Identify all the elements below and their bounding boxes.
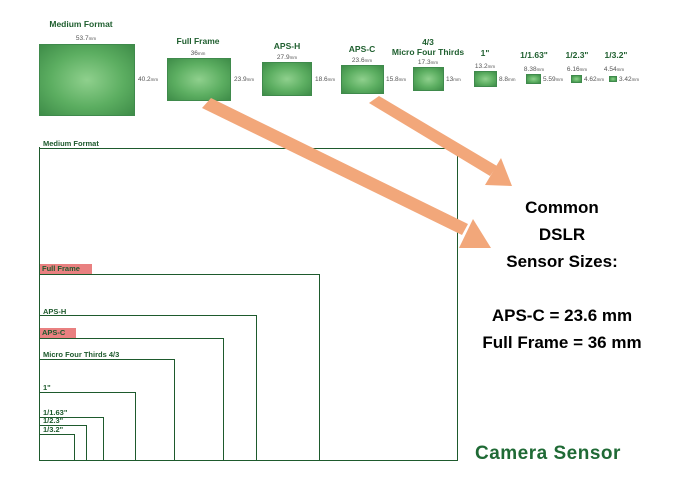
sensor-1-2-3-width: 6.16mm [566, 66, 588, 73]
bottom-axis-line [39, 460, 458, 462]
frame-full-frame [39, 274, 320, 461]
label-full-frame: Full Frame [40, 264, 92, 274]
frame-one-inch [39, 392, 136, 461]
one-inch-width: 13.2mm [474, 63, 496, 70]
label-medium-format: Medium Format [43, 139, 99, 148]
arrow-aps-c-to-text [369, 96, 512, 186]
sensor-1-1-63-title: 1/1.63" [520, 50, 548, 60]
medium-format-title: Medium Format [49, 19, 113, 29]
left-axis-line [39, 147, 41, 461]
aps-h-title: APS-H [273, 41, 301, 51]
medium-format-width: 53.7mm [75, 35, 97, 42]
sensor-1-1-63-sensor [526, 74, 541, 84]
label-1-2-3: 1/2.3" [43, 416, 64, 425]
micro-four-thirds-height: 13mm [446, 76, 461, 83]
full-frame-title: Full Frame [176, 36, 220, 46]
micro-four-thirds-title: 4/3 Micro Four Thirds [391, 37, 465, 57]
sensor-1-2-3-title: 1/2.3" [565, 50, 589, 60]
frame-medium-format [39, 148, 458, 461]
aps-c-height: 15.8mm [386, 76, 407, 83]
medium-format-height: 40.2mm [138, 76, 159, 83]
full-frame-sensor [167, 58, 231, 101]
aps-c-title: APS-C [348, 44, 376, 54]
arrow-full-frame-to-text [202, 98, 491, 248]
info-full-frame-size: Full Frame = 36 mm [482, 333, 642, 352]
frame-1-3-2 [39, 434, 75, 461]
label-one-inch: 1" [43, 383, 51, 392]
sensor-1-3-2-height: 3.42mm [619, 76, 640, 83]
sensor-1-1-63-height: 5.59mm [543, 76, 564, 83]
sensor-1-2-3-sensor [571, 75, 582, 83]
sensor-1-1-63-width: 8.38mm [523, 66, 545, 73]
label-aps-c: APS-C [40, 328, 76, 338]
sensor-1-2-3-height: 4.62mm [584, 76, 605, 83]
label-1-3-2: 1/3.2" [43, 425, 64, 434]
full-frame-width: 36mm [190, 50, 206, 57]
aps-c-width: 23.6mm [351, 57, 373, 64]
frame-micro-four-thirds [39, 359, 175, 461]
one-inch-title: 1" [480, 48, 490, 58]
medium-format-sensor [39, 44, 135, 116]
one-inch-height: 8.8mm [499, 76, 516, 83]
frame-aps-c [39, 338, 224, 461]
label-1-1-63: 1/1.63" [43, 408, 68, 417]
aps-h-height: 18.6mm [315, 76, 336, 83]
sensor-1-3-2-title: 1/3.2" [604, 50, 628, 60]
frame-aps-h [39, 315, 257, 461]
info-aps-c-size: APS-C = 23.6 mm [491, 306, 633, 325]
aps-h-sensor [262, 62, 312, 96]
info-line-dslr: DSLR [538, 225, 586, 244]
one-inch-sensor [474, 71, 497, 87]
frame-1-1-63 [39, 417, 104, 461]
info-line-common: Common [525, 198, 599, 217]
micro-four-thirds-width: 17.3mm [417, 59, 439, 66]
aps-c-sensor [341, 65, 384, 94]
frame-1-2-3 [39, 425, 87, 461]
label-micro-four-thirds: Micro Four Thirds 4/3 [43, 350, 120, 359]
micro-four-thirds-sensor [413, 67, 444, 91]
label-aps-h: APS-H [43, 307, 67, 316]
sensor-1-3-2-width: 4.54mm [603, 66, 625, 73]
sensor-1-3-2-sensor [609, 76, 617, 82]
full-frame-height: 23.9mm [234, 76, 255, 83]
brand-title: Camera Sensor [475, 443, 621, 464]
aps-h-width: 27.9mm [276, 54, 298, 61]
info-line-sensor-sizes: Sensor Sizes: [506, 252, 618, 271]
